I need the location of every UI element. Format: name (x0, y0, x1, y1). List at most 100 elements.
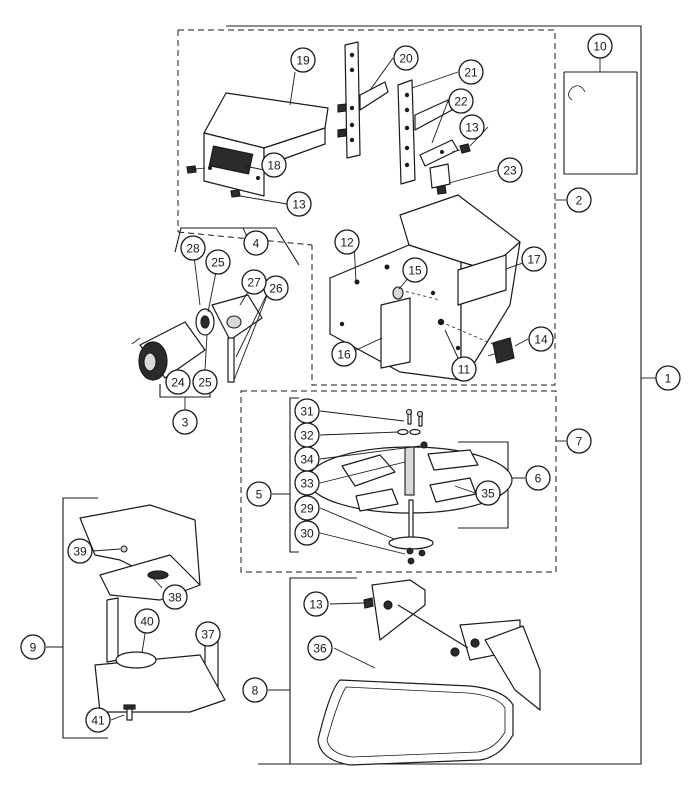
callout-number: 33 (300, 477, 314, 491)
callout-number: 34 (300, 453, 314, 467)
callout-number: 2 (576, 194, 583, 208)
callout-23: 23 (497, 157, 523, 183)
collar-25 (195, 308, 215, 336)
callout-21: 21 (458, 59, 484, 85)
shaft-26 (227, 337, 235, 383)
callout-16: 16 (331, 341, 357, 367)
callout-number: 11 (458, 363, 471, 377)
callout-28: 28 (180, 235, 206, 261)
bolt-13-right (451, 143, 471, 154)
callout-number: 39 (73, 545, 87, 559)
callout-circle (246, 481, 272, 507)
callout-9: 9 (20, 634, 46, 660)
callout-25: 25 (192, 369, 218, 395)
callout-number: 15 (408, 264, 422, 278)
callout-number: 36 (313, 642, 327, 656)
callout-number: 29 (300, 502, 314, 516)
callout-circle (525, 465, 551, 491)
callout-4: 4 (243, 230, 269, 256)
callout-15: 15 (402, 257, 428, 283)
callout-number: 28 (186, 242, 200, 256)
callout-circle (303, 591, 329, 617)
callout-27: 27 (241, 269, 267, 295)
callout-number: 3 (182, 416, 189, 430)
callout-number: 18 (267, 159, 281, 173)
callout-number: 40 (140, 615, 154, 629)
callout-6: 6 (525, 465, 551, 491)
callout-number: 12 (340, 236, 354, 250)
callout-circle (497, 157, 523, 183)
callout-circle (294, 495, 320, 521)
callout-circle (655, 365, 681, 391)
callout-25: 25 (205, 249, 231, 275)
callout-circle (205, 249, 231, 275)
callout-number: 5 (256, 488, 263, 502)
callout-number: 21 (464, 66, 478, 80)
bolt-41 (123, 704, 136, 721)
callout-12: 12 (334, 229, 360, 255)
callout-number: 13 (292, 198, 306, 212)
callout-34: 34 (294, 446, 320, 472)
callout-circle (242, 677, 268, 703)
callout-41: 41 (85, 707, 111, 733)
callout-circle (243, 230, 269, 256)
deflector-mount (371, 579, 541, 711)
callout-5: 5 (246, 481, 272, 507)
callout-circle (195, 621, 221, 647)
group-7-dashed-outline (240, 390, 566, 573)
callout-circle (290, 47, 316, 73)
callout-number: 26 (269, 282, 283, 296)
callout-circle (294, 520, 320, 546)
group-9-bracket (46, 497, 108, 739)
pin-10 (568, 85, 631, 156)
callout-circle (241, 269, 267, 295)
callout-18: 18 (261, 152, 287, 178)
callout-number: 38 (168, 591, 182, 605)
callout-38: 38 (162, 584, 188, 610)
bolts-31 (405, 408, 424, 427)
callout-circle (192, 369, 218, 395)
callout-circle (261, 152, 287, 178)
callout-number: 9 (30, 641, 37, 655)
callout-number: 10 (593, 40, 607, 54)
bushing-15 (392, 286, 404, 300)
callout-number: 32 (300, 429, 314, 443)
callout-number: 37 (201, 628, 215, 642)
callout-circle (162, 584, 188, 610)
callout-circle (294, 446, 320, 472)
callout-number: 1 (665, 372, 672, 386)
bracket-plate-20 (337, 41, 389, 159)
bracket-22 (419, 139, 459, 167)
callout-26: 26 (263, 275, 289, 301)
callout-circle (402, 257, 428, 283)
callout-number: 8 (252, 684, 259, 698)
motor-24 (131, 321, 206, 381)
callout-number: 13 (465, 121, 479, 135)
callout-13: 13 (459, 114, 485, 140)
bolt-13-cover-lower (230, 189, 288, 205)
callout-circle (451, 356, 477, 382)
callout-11: 11 (451, 356, 477, 382)
callout-number: 23 (503, 164, 517, 178)
deflector-plate-37 (94, 597, 226, 713)
callout-circle (475, 480, 501, 506)
callout-number: 13 (309, 598, 323, 612)
callout-circle (448, 88, 474, 114)
callout-circle (566, 428, 592, 454)
callout-10: 10 (587, 33, 613, 59)
callout-number: 19 (296, 54, 310, 68)
callout-14: 14 (528, 326, 554, 352)
callout-circle (393, 45, 419, 71)
callout-33: 33 (294, 470, 320, 496)
callout-36: 36 (307, 635, 333, 661)
callout-number: 20 (399, 52, 413, 66)
hopper-cover (203, 92, 329, 197)
callout-7: 7 (566, 428, 592, 454)
callout-circle (172, 409, 198, 435)
latch-23 (429, 163, 451, 195)
callout-circle (180, 235, 206, 261)
group-2-dashed-outline (177, 29, 566, 386)
callout-20: 20 (393, 45, 419, 71)
